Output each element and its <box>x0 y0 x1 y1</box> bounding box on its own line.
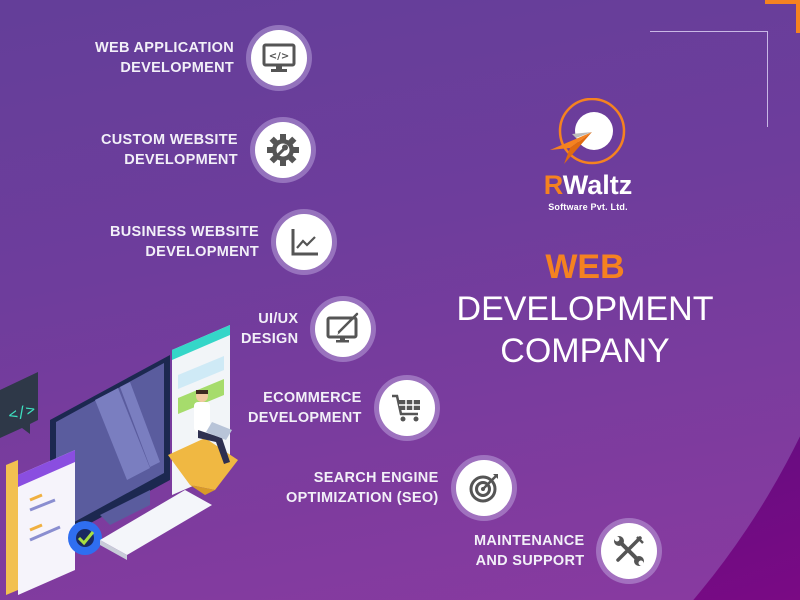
tools-icon <box>614 536 645 566</box>
monitor-pen-icon <box>326 312 359 343</box>
service-icon-ring <box>271 209 338 275</box>
brand-block: RWaltz Software Pvt. Ltd. <box>538 170 638 212</box>
service-icon-ring: </> <box>246 25 313 91</box>
service-web-application: WEB APPLICATION DEVELOPMENT </> <box>95 25 313 91</box>
headline-line2: COMPANY <box>500 332 670 370</box>
brand-name-initial: R <box>543 170 563 200</box>
service-label: BUSINESS WEBSITE DEVELOPMENT <box>110 222 259 262</box>
service-custom-website: CUSTOM WEBSITE DEVELOPMENT <box>101 117 316 183</box>
service-icon-circle: </> <box>251 30 308 86</box>
corner-accent-top <box>765 0 800 4</box>
headline-accent: WEB <box>545 248 625 286</box>
brand-name-rest: Waltz <box>562 170 633 200</box>
service-label-line1: BUSINESS WEBSITE <box>110 224 260 240</box>
service-label-line1: CUSTOM WEBSITE <box>101 132 238 148</box>
service-icon-ring <box>249 117 316 183</box>
developer-workspace-illustration: </> <box>0 325 238 595</box>
service-icon-ring <box>373 375 440 441</box>
rwaltz-logo-icon <box>550 98 626 165</box>
headline-line1: DEVELOPMENT <box>456 290 714 328</box>
service-seo: SEARCH ENGINE OPTIMIZATION (SEO) <box>286 455 517 521</box>
service-label: ECOMMERCE DEVELOPMENT <box>248 388 362 428</box>
service-label: WEB APPLICATION DEVELOPMENT <box>95 38 234 78</box>
line-chart-icon <box>291 229 319 256</box>
service-icon-ring <box>310 296 377 362</box>
service-label-line2: DEVELOPMENT <box>120 60 235 76</box>
service-icon-circle <box>276 214 333 270</box>
service-label-line1: WEB APPLICATION <box>95 40 235 56</box>
service-label-line1: MAINTENANCE <box>474 533 585 549</box>
service-label-line2: DESIGN <box>241 331 299 347</box>
frame-line-horizontal <box>650 31 768 32</box>
service-icon-circle <box>455 460 512 516</box>
brand-subtitle: Software Pvt. Ltd. <box>548 202 628 212</box>
service-label-line1: SEARCH ENGINE <box>313 470 439 486</box>
service-ui-ux-design: UI/UX DESIGN <box>241 296 377 362</box>
service-label: SEARCH ENGINE OPTIMIZATION (SEO) <box>286 468 439 508</box>
service-label: UI/UX DESIGN <box>241 309 298 349</box>
service-label-line2: DEVELOPMENT <box>124 152 238 168</box>
service-icon-circle <box>315 301 372 357</box>
service-label-line2: OPTIMIZATION (SEO) <box>286 490 439 506</box>
target-icon <box>469 474 498 503</box>
service-icon-circle <box>254 122 311 178</box>
service-icon-circle <box>601 523 658 579</box>
svg-text:</>: </> <box>269 51 289 62</box>
brand-name: RWaltz <box>538 170 638 200</box>
service-icon-ring <box>596 518 663 584</box>
service-maintenance: MAINTENANCE AND SUPPORT <box>474 518 663 584</box>
service-ecommerce: ECOMMERCE DEVELOPMENT <box>248 375 440 441</box>
corner-accent-side <box>796 0 800 33</box>
frame-line-vertical <box>767 31 768 127</box>
service-label-line1: ECOMMERCE <box>263 390 362 406</box>
code-monitor-icon: </> <box>262 43 296 72</box>
page-headline: WEB DEVELOPMENT COMPANY <box>420 246 750 372</box>
gear-wrench-icon <box>266 134 299 166</box>
service-label-line2: DEVELOPMENT <box>248 410 362 426</box>
service-label-line1: UI/UX <box>258 311 299 327</box>
service-label: MAINTENANCE AND SUPPORT <box>474 531 584 571</box>
service-label: CUSTOM WEBSITE DEVELOPMENT <box>101 130 238 170</box>
service-icon-ring <box>450 455 517 521</box>
service-label-line2: AND SUPPORT <box>475 553 585 569</box>
service-label-line2: DEVELOPMENT <box>145 244 260 260</box>
service-business-website: BUSINESS WEBSITE DEVELOPMENT <box>110 209 338 275</box>
service-icon-circle <box>378 380 435 436</box>
shopping-cart-icon <box>391 394 420 422</box>
